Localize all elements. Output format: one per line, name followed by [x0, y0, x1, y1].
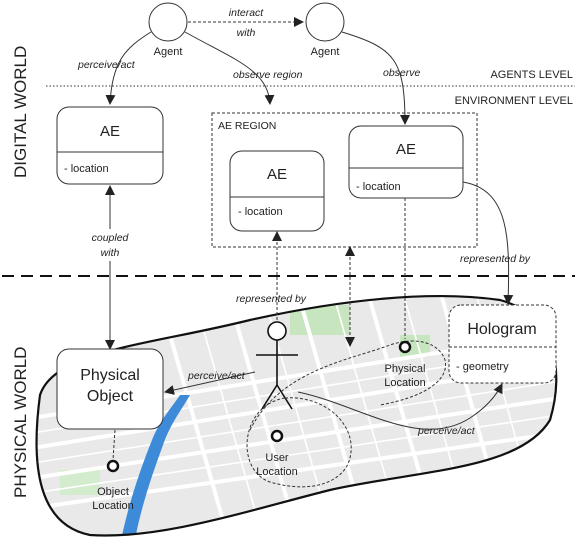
river — [120, 395, 190, 536]
physical-object: Physical Object — [56, 348, 164, 430]
ae-region-physical-zone — [249, 340, 446, 431]
perceive-act-top-label: perceive/act — [77, 59, 136, 71]
physical-world-label: PHYSICAL WORLD — [11, 347, 30, 498]
hologram-title: Hologram — [467, 321, 536, 338]
user-location-label-1: User — [265, 452, 289, 464]
represented-by-hologram-arrow — [462, 181, 514, 305]
perceive-act-top-arrow — [105, 31, 152, 105]
interact-label-2: with — [237, 27, 256, 39]
ae-right-attr: - location — [356, 181, 401, 193]
map-outline — [35, 294, 558, 537]
perceive-act-hologram-arrow — [297, 383, 503, 430]
physical-object-title-1: Physical — [80, 367, 140, 384]
observe-label: observe — [383, 67, 421, 79]
coupled-with-label-1: coupled — [92, 232, 130, 244]
object-location-label-2: Location — [92, 500, 134, 512]
represented-by-user-label: represented by — [236, 293, 307, 305]
perceive-act-object-arrow — [164, 371, 256, 395]
physical-location-marker: Physical Location — [384, 340, 426, 389]
hologram-attr: - geometry — [456, 361, 509, 373]
ae-left-title: AE — [100, 123, 120, 140]
perceive-act-hologram-label: perceive/act — [417, 425, 476, 437]
digital-world-label: DIGITAL WORLD — [11, 46, 30, 178]
environment-level-label: ENVIRONMENT LEVEL — [455, 95, 573, 107]
ae-region — [211, 112, 478, 248]
object-location-link — [112, 429, 116, 461]
coupled-with-label-2: with — [101, 247, 120, 259]
agents-level-label: AGENTS LEVEL — [490, 69, 573, 81]
hologram: Hologram - geometry — [448, 304, 557, 384]
user-location-marker: User Location — [256, 429, 298, 478]
perceive-act-object-label: perceive/act — [187, 370, 246, 382]
ae-middle-title: AE — [267, 166, 287, 183]
ae-left-attr: - location — [64, 163, 109, 175]
interact-label-1: interact — [229, 7, 265, 19]
agent-left: Agent — [148, 2, 188, 58]
observe-arrow — [341, 31, 410, 125]
user-location-label-2: Location — [256, 466, 298, 478]
object-location-marker: Object Location — [92, 459, 134, 512]
physical-location-label-2: Location — [384, 377, 426, 389]
agent-right: Agent — [305, 2, 345, 58]
object-location-label-1: Object — [97, 486, 129, 498]
agent-right-label: Agent — [311, 46, 340, 58]
physical-location-label-1: Physical — [385, 363, 426, 375]
ae-right: AE - location — [348, 125, 464, 199]
ae-middle: AE - location — [229, 150, 325, 232]
agent-left-label: Agent — [154, 46, 183, 58]
observe-region-arrow — [184, 31, 275, 105]
ae-right-title: AE — [396, 141, 416, 158]
physical-object-title-2: Object — [87, 388, 134, 405]
ae-middle-attr: - location — [238, 206, 283, 218]
user-figure — [256, 321, 298, 410]
observe-region-label: observe region — [233, 69, 303, 81]
ae-left: AE - location — [56, 106, 164, 185]
ae-region-label: AE REGION — [218, 120, 276, 132]
user-location-zone — [246, 397, 352, 488]
represented-by-hologram-label: represented by — [460, 253, 531, 265]
